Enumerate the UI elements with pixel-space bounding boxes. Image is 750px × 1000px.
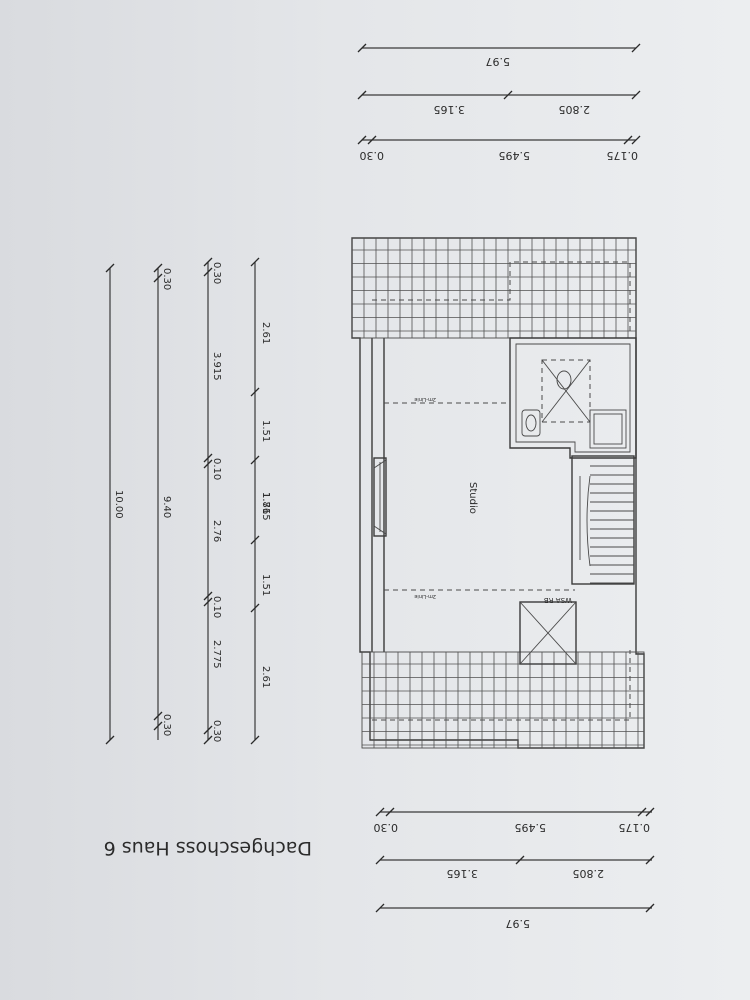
- dim-left-label: 0.30: [161, 268, 172, 290]
- dim-left-label: 9.40: [161, 496, 172, 518]
- dim-left-label: 0.10: [211, 458, 222, 480]
- note-2m-line-a: 2m-Linie: [414, 396, 436, 402]
- roof-hatching-top: [352, 238, 636, 338]
- dim-bottom-detail-b: 5.495: [515, 821, 547, 834]
- dim-top-detail-b: 5.495: [499, 149, 531, 162]
- dim-left-label: 10.00: [113, 490, 124, 519]
- floor-plan: 2m-Linie 2m-Linie WSA RB Studio: [351, 237, 645, 749]
- dim-top-split-a: 2.805: [559, 103, 591, 116]
- dim-left-label: 1.51: [260, 574, 271, 596]
- dim-bottom-detail-c: 0.30: [374, 821, 399, 834]
- dim-left-label: 0.30: [211, 720, 222, 742]
- dim-bottom-split-a: 2.805: [573, 867, 605, 880]
- bottom-dimension-chains: 0.175 5.495 0.30 2.805 3.165 5.97: [374, 807, 655, 930]
- dim-bottom-split-b: 3.165: [447, 867, 479, 880]
- staircase: [586, 465, 634, 584]
- room-label-studio: Studio: [467, 482, 478, 514]
- dim-top-detail-a: 0.175: [607, 149, 639, 162]
- dim-left-label: 0.10: [211, 596, 222, 618]
- dim-left-label: 2.61: [260, 322, 271, 344]
- dim-left-label: 2.61: [260, 666, 271, 688]
- washbasin-icon: [521, 409, 541, 437]
- roof-hatching-bottom: [362, 652, 644, 748]
- dim-left-label: 1.76: [260, 492, 271, 514]
- dim-left-label: 0.30: [161, 714, 172, 736]
- dim-bottom-detail-a: 0.175: [619, 821, 651, 834]
- left-dimension-chains: 2.61 1.51 1.761.815 1.51 2.61 0.30 3.915 0.10 2.…: [105, 257, 271, 745]
- top-dimension-chains: 5.97 2.805 3.165 0.175 5.495 0.30: [357, 43, 641, 162]
- note-2m-line-b: 2m-Linie: [414, 593, 436, 599]
- toilet-icon: [556, 370, 572, 390]
- dim-left-label: 2.775: [211, 640, 222, 669]
- dim-left-label: 0.30: [211, 262, 222, 284]
- dim-top-detail-c: 0.30: [360, 149, 385, 162]
- dim-bottom-overall: 5.97: [506, 917, 531, 930]
- drawing-title: Dachgeschoss Haus 6: [104, 837, 312, 859]
- dim-left-label: 1.815: [260, 492, 271, 521]
- dim-top-split-b: 3.165: [434, 103, 466, 116]
- dim-left-label: 1.51: [260, 420, 271, 442]
- dim-left-label: 3.915: [211, 352, 222, 381]
- dim-left-label: 2.76: [211, 520, 222, 542]
- dim-top-overall: 5.97: [486, 55, 511, 68]
- note-wsa-rb: WSA RB: [544, 596, 572, 604]
